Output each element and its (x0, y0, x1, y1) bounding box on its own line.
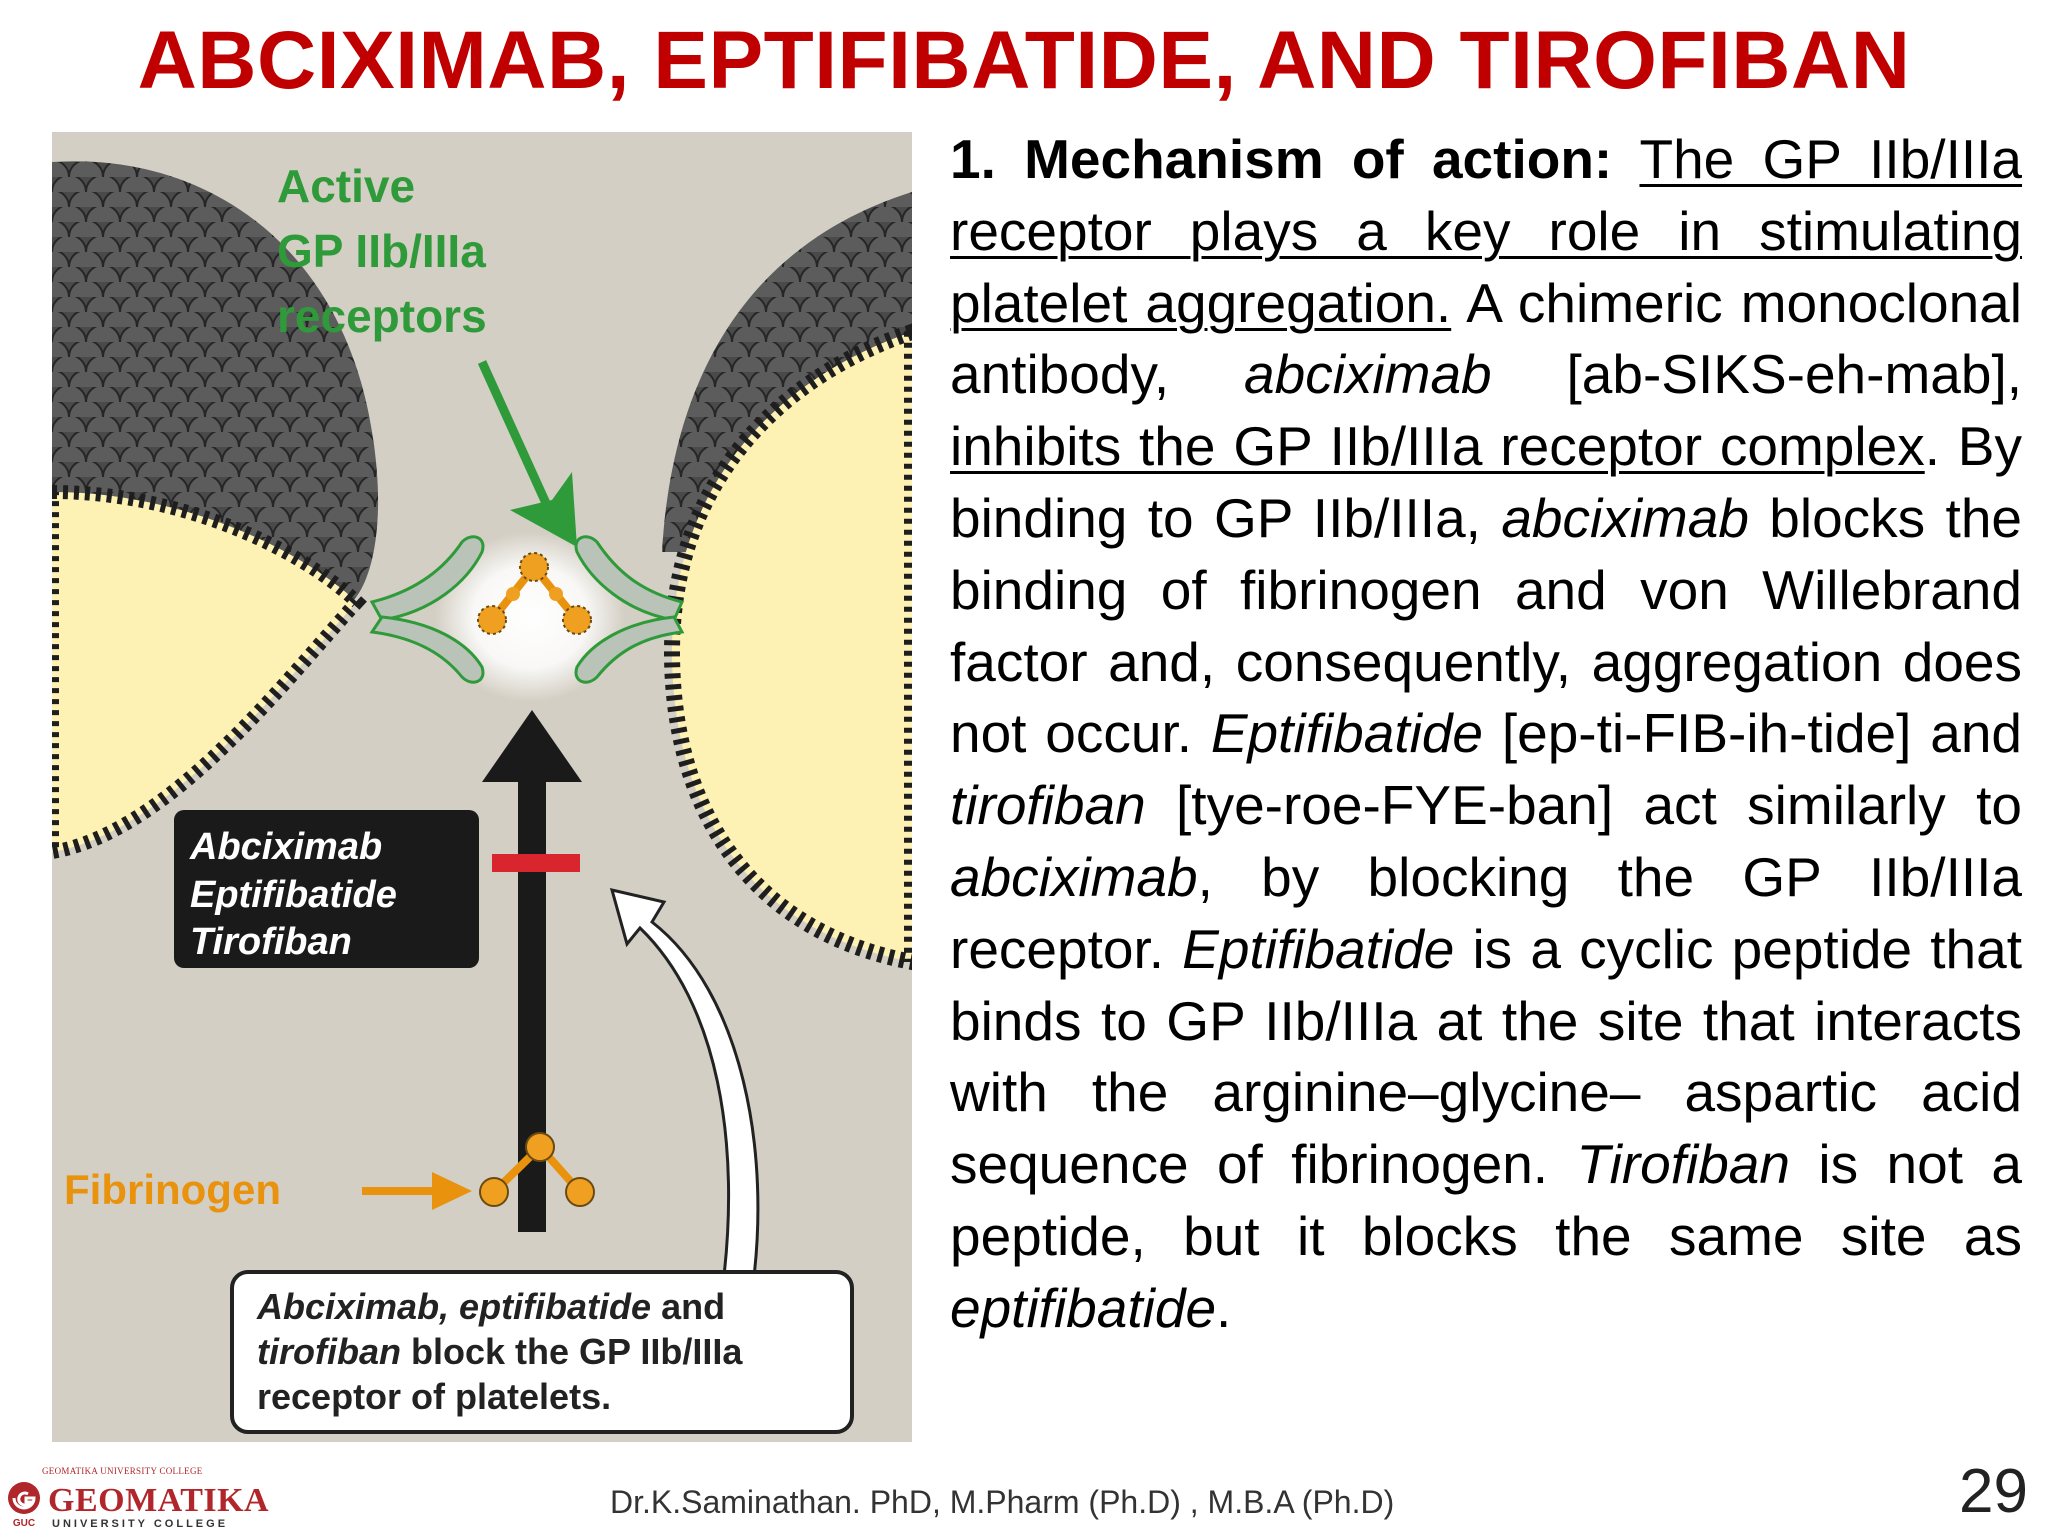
logo-top-line: GEOMATIKA UNIVERSITY COLLEGE (42, 1466, 203, 1476)
right-platelet (662, 192, 912, 971)
caption-box: Abciximab, eptifibatide and tirofiban bl… (230, 1270, 854, 1434)
bound-fibrinogen (477, 552, 592, 635)
mechanism-figure: Active GP IIb/IIIa receptors Abciximab E… (52, 132, 912, 1442)
drug-eptifibatide-2: Eptifibatide (1182, 917, 1455, 980)
free-fibrinogen (479, 1132, 595, 1207)
caption-block: block the GP IIb/IIIa (401, 1331, 743, 1372)
binding-glow (435, 532, 625, 702)
university-logo: GUC GEOMATIKA UNIVERSITY COLLEGE GEOMATI… (4, 1466, 269, 1532)
underlined-sentence-1: The GP IIb/IIIa receptor plays a key rol… (950, 128, 2022, 334)
text-s4a: [ep-ti-FIB-ih-tide] and (1483, 702, 2022, 765)
text-s3a: blocks the binding of fibrinogen and von… (950, 486, 2022, 765)
drug-tirofiban-1: tirofiban (950, 774, 1146, 837)
logo-mark-text: GUC (13, 1518, 35, 1529)
fibrinogen-label: Fibrinogen (64, 1166, 281, 1213)
block-bar-icon (492, 854, 580, 872)
left-platelet (52, 161, 379, 860)
caption-drugs: Abciximab, eptifibatide (256, 1286, 651, 1327)
right-receptors (574, 535, 685, 684)
text-s6a: is not a peptide, but it blocks the same… (950, 1133, 2022, 1267)
drug-name-abciximab: Abciximab (189, 826, 382, 868)
drug-name-eptifibatide: Eptifibatide (190, 874, 397, 916)
logo-mark-icon: GUC (8, 1482, 40, 1529)
caption-line-2: tirofiban block the GP IIb/IIIa (257, 1331, 743, 1372)
active-receptor-label-line-3: receptors (277, 290, 487, 342)
underlined-sentence-2: inhibits the GP IIb/IIIa receptor comple… (950, 415, 1925, 478)
text-s6b: . (1216, 1276, 1232, 1339)
text-s2c: . By binding to GP IIb/IIIa, (950, 415, 2022, 549)
caption-tirofiban: tirofiban (257, 1331, 401, 1372)
green-arrow-icon (477, 360, 577, 547)
active-receptor-label-line-2: GP IIb/IIIa (277, 225, 486, 277)
drug-abciximab-2: abciximab (1501, 486, 1749, 549)
drug-tirofiban-2: Tirofiban (1576, 1133, 1790, 1196)
left-receptors (369, 535, 485, 684)
slide-title: ABCIXIMAB, EPTIFIBATIDE, AND TIROFIBAN (137, 15, 1911, 106)
caption-line-1: Abciximab, eptifibatide and (256, 1286, 725, 1327)
text-s4b: [tye-roe-FYE-ban] act similarly to (1145, 774, 2022, 837)
text-s2b: [ab-SIKS-eh-mab], (1491, 343, 2022, 406)
curved-arrow-icon (609, 887, 760, 1294)
logo-subtitle: UNIVERSITY COLLEGE (52, 1518, 229, 1530)
caption-line-3: receptor of platelets. (257, 1376, 611, 1417)
caption-and: and (651, 1286, 725, 1327)
orange-arrow-icon (362, 1172, 472, 1210)
text-s2a: A chimeric monoclonal antibody, (950, 271, 2022, 406)
text-s4c: , by blocking the GP IIb/IIIa receptor. (950, 845, 2022, 980)
active-receptor-label-line-1: Active (277, 160, 415, 212)
drug-name-tirofiban: Tirofiban (190, 921, 352, 963)
text-s5a: is a cyclic peptide that binds to GP IIb… (950, 917, 2022, 1196)
drug-list-box: Abciximab Eptifibatide Tirofiban (174, 810, 479, 968)
footer-author: Dr.K.Saminathan. PhD, M.Pharm (Ph.D) , M… (610, 1484, 1395, 1520)
mechanism-paragraph: 1. Mechanism of action: The GP IIb/IIIa … (950, 124, 2022, 1345)
page-number: 29 (1959, 1457, 2028, 1526)
drug-eptifibatide-3: eptifibatide (950, 1276, 1217, 1339)
logo-name: GEOMATIKA (48, 1482, 270, 1519)
section-heading: 1. Mechanism of action: (950, 128, 1613, 190)
figure-svg: Active GP IIb/IIIa receptors Abciximab E… (52, 132, 912, 1442)
drug-abciximab-1: abciximab (1244, 343, 1492, 406)
drug-abciximab-3: abciximab (950, 845, 1198, 908)
drug-eptifibatide-1: Eptifibatide (1210, 702, 1484, 765)
